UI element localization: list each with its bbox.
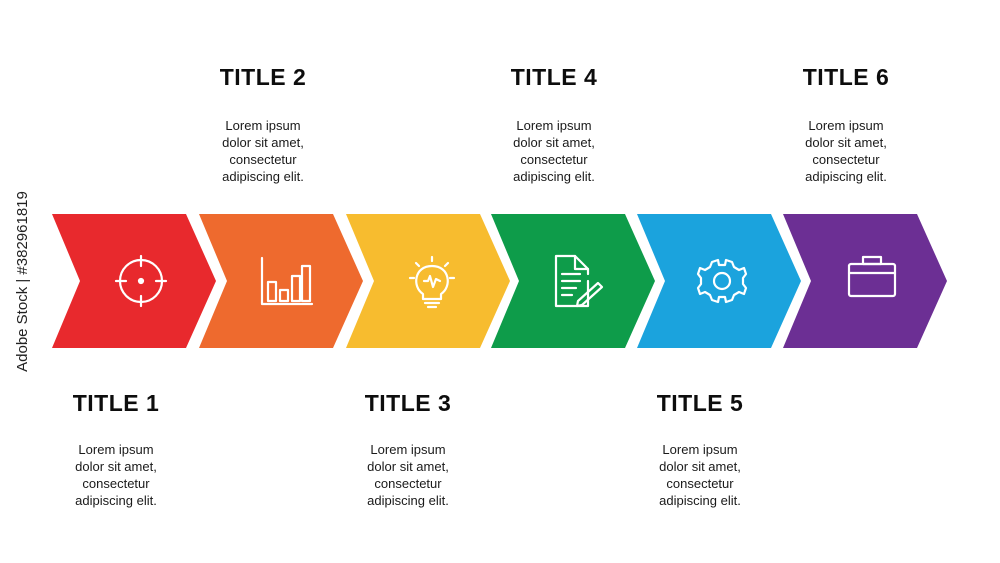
step-2-text: Lorem ipsum dolor sit amet, consectetur … <box>222 118 304 184</box>
document-edit-icon <box>554 254 604 308</box>
step-5-title: TITLE 5 <box>656 390 744 416</box>
step-2-chevron <box>199 214 363 348</box>
step-1-text: Lorem ipsum dolor sit amet, consectetur … <box>75 442 157 508</box>
step-1-title: TITLE 1 <box>72 390 160 416</box>
step-6-title: TITLE 6 <box>802 64 890 90</box>
briefcase-icon <box>847 255 897 298</box>
step-5-chevron <box>637 214 801 348</box>
step-1-chevron <box>52 214 216 348</box>
watermark-text: Adobe Stock | #382961819 <box>13 191 31 372</box>
lightbulb-icon <box>408 255 456 309</box>
step-6-chevron <box>783 214 947 348</box>
step-4-text: Lorem ipsum dolor sit amet, consectetur … <box>513 118 595 184</box>
step-6-text: Lorem ipsum dolor sit amet, consectetur … <box>805 118 887 184</box>
step-3-title: TITLE 3 <box>364 390 452 416</box>
gear-icon <box>696 258 748 304</box>
step-3-text: Lorem ipsum dolor sit amet, consectetur … <box>367 442 449 508</box>
target-icon <box>114 254 168 308</box>
stock-watermark: Adobe Stock | #382961819 <box>10 0 34 563</box>
step-5-text: Lorem ipsum dolor sit amet, consectetur … <box>659 442 741 508</box>
step-4-title: TITLE 4 <box>510 64 598 90</box>
bar-chart-icon <box>260 256 314 306</box>
step-2-title: TITLE 2 <box>219 64 307 90</box>
